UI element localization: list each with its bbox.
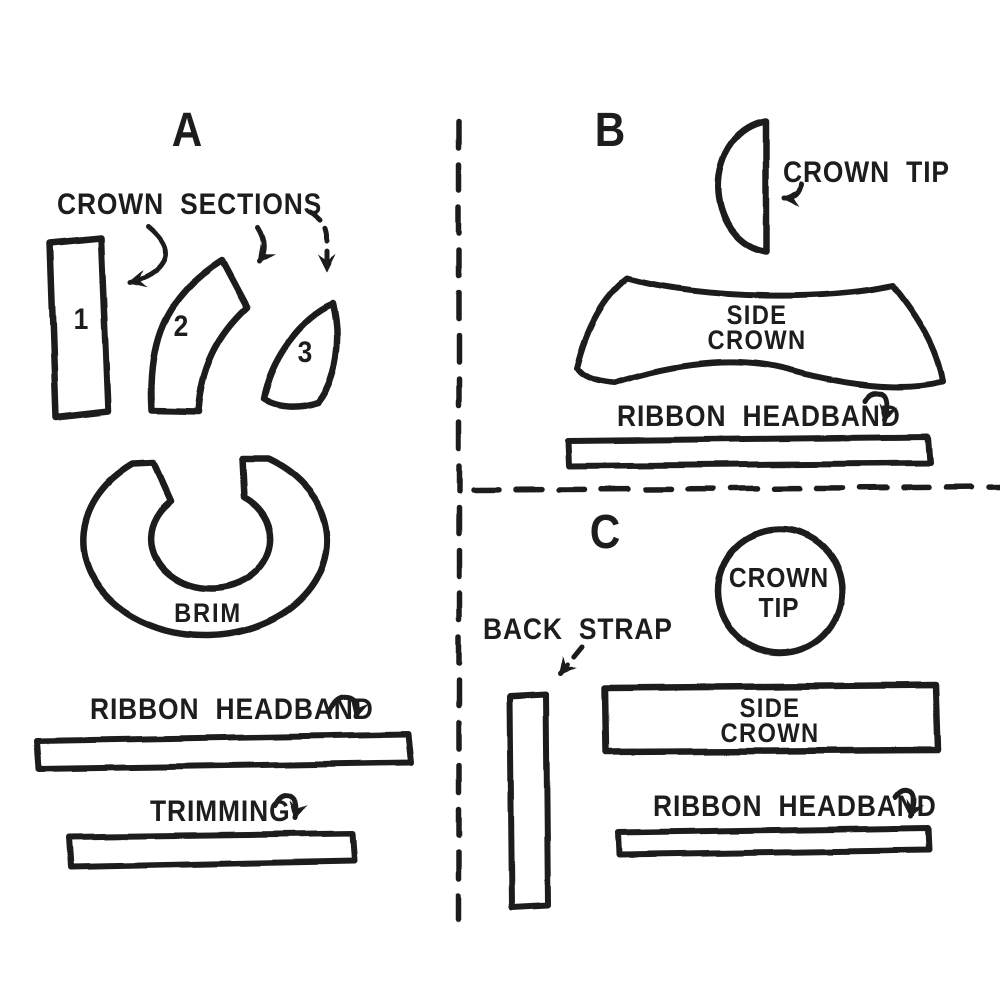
ribbon-headband-b-shape [565, 434, 933, 469]
crown-section-piece-3-shape [260, 300, 341, 410]
brim-shape [80, 455, 331, 639]
crown-tip-b-shape [714, 117, 770, 256]
crown-section-piece-1-shape [46, 234, 112, 421]
horizontal-dashed-divider [470, 484, 1000, 493]
piece-number-1: 1 [73, 303, 89, 336]
crown-tip-c-shape [714, 525, 846, 657]
section-b-letter: B [594, 104, 626, 157]
section-a-letter: A [171, 104, 203, 157]
arrow-ribbon-headband-b [861, 390, 897, 423]
side-crown-c-line1: SIDE [739, 693, 801, 723]
arrow-crown-tip-b [781, 181, 804, 209]
crown-sections-label: CROWN SECTIONS [57, 188, 323, 221]
crown-tip-b-label: CROWN TIP [783, 156, 950, 189]
section-c-letter: C [589, 506, 621, 559]
ribbon-headband-c-label: RIBBON HEADBAND [653, 790, 937, 823]
dashed-arrow-back-strap [557, 644, 585, 677]
arrow-to-piece-2 [255, 224, 276, 264]
side-crown-b-label: SIDE CROWN [707, 300, 807, 355]
ribbon-headband-b-label: RIBBON HEADBAND [617, 400, 901, 433]
arrow-trimming [272, 793, 308, 821]
trimming-shape [66, 830, 357, 870]
side-crown-b-line1: SIDE [726, 300, 788, 330]
side-crown-b-shape [574, 275, 946, 390]
crown-tip-c-label: CROWN TIP [729, 563, 829, 623]
back-strap-shape [507, 691, 551, 911]
trimming-label: TRIMMING [150, 795, 291, 828]
side-crown-b-line2: CROWN [707, 325, 807, 355]
side-crown-c-shape [601, 681, 942, 756]
crown-section-piece-2-shape [148, 257, 251, 416]
arrow-ribbon-headband-a [326, 693, 369, 719]
brim-label: BRIM [174, 598, 242, 628]
crown-tip-c-line2: TIP [758, 592, 800, 623]
piece-number-3: 3 [297, 336, 313, 369]
ribbon-headband-a-shape [34, 731, 414, 772]
side-crown-c-line2: CROWN [720, 718, 820, 748]
arrow-to-piece-1 [127, 224, 168, 288]
ribbon-headband-c-shape [615, 825, 932, 858]
crown-tip-c-line1: CROWN [728, 562, 830, 593]
side-crown-c-label: SIDE CROWN [720, 693, 820, 748]
back-strap-label: BACK STRAP [483, 613, 673, 646]
piece-number-2: 2 [173, 310, 189, 343]
arrow-ribbon-headband-c [893, 787, 925, 819]
ribbon-headband-a-label: RIBBON HEADBAND [90, 693, 374, 726]
dashed-arrow-to-piece-3 [307, 209, 337, 273]
